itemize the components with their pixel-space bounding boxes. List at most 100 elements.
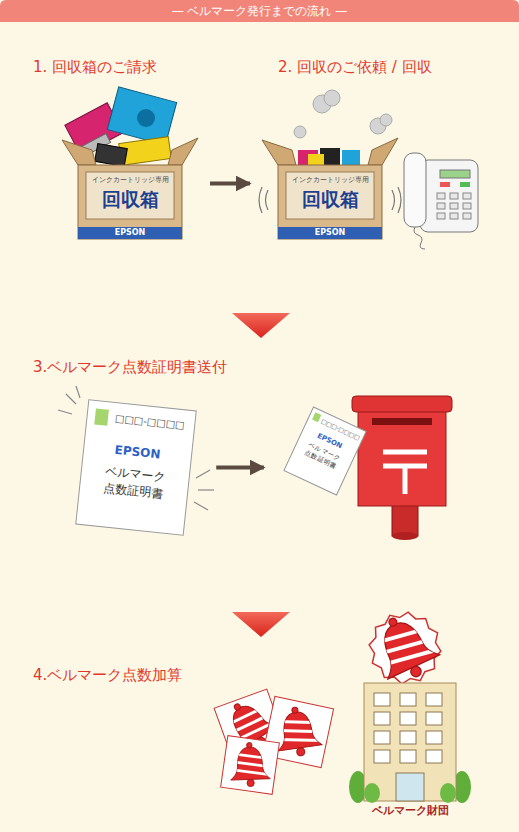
- telephone: [404, 153, 478, 249]
- illustration-part: [437, 193, 471, 219]
- illustration-part: [392, 190, 395, 210]
- illustration-part: [426, 731, 442, 744]
- illustration-part: [426, 712, 442, 725]
- illustration-part: [437, 203, 445, 209]
- cartridge-tops: [298, 148, 360, 165]
- illustration-part: [404, 153, 426, 227]
- bell-cards: [212, 686, 335, 794]
- illustration-part: [342, 150, 360, 165]
- illustration-part: [426, 750, 442, 763]
- step-heading: 1. 回収箱のご請求: [33, 57, 157, 77]
- illustration-part: [463, 203, 471, 209]
- bell-medallion: [357, 600, 453, 696]
- illustration-part: [228, 742, 273, 788]
- illustration-part: [107, 87, 176, 145]
- illustration-part: [463, 193, 471, 199]
- title-text: — ベルマーク発行までの流れ —: [0, 0, 519, 22]
- illustration-part: [62, 140, 96, 165]
- illustration-part: [278, 227, 382, 239]
- illustration-part: [271, 704, 325, 759]
- illustration-part: [440, 783, 456, 803]
- illustration-part: [440, 182, 450, 187]
- illustration-part: [286, 172, 374, 219]
- node-text: ベルマーク財団: [372, 803, 449, 818]
- foundation-building: ベルマーク財団: [350, 675, 470, 825]
- illustration-part: [437, 193, 445, 199]
- illustration-part: [76, 386, 80, 398]
- illustration-part: [76, 400, 196, 536]
- illustration-part: [392, 532, 418, 540]
- bldg-outline: [350, 675, 470, 825]
- illustration-part: [400, 693, 416, 706]
- illustration-part: [450, 213, 458, 219]
- illustration-part: [368, 138, 398, 165]
- illustration-part: [383, 452, 427, 494]
- illustration-part: [463, 213, 471, 219]
- illustration-part: [374, 750, 390, 763]
- illustration-part: [78, 227, 182, 239]
- illustration-part: [95, 144, 128, 167]
- illustration-part: [66, 394, 76, 404]
- illustration-part: [420, 160, 478, 232]
- illustration-part: [364, 783, 380, 803]
- illustration-part: [414, 227, 425, 249]
- collection-box: インクカートリッジ専用回収箱EPSON: [278, 165, 382, 239]
- illustration-part: [403, 466, 408, 494]
- title-band: [0, 0, 519, 22]
- illustration-part: [308, 154, 324, 165]
- illustration-part: [86, 172, 174, 219]
- node-text: EPSON: [115, 227, 146, 239]
- step-heading: 2. 回収のご依頼 / 回収: [278, 57, 432, 77]
- illustration-part: [450, 203, 458, 209]
- illustration-part: [450, 193, 458, 199]
- illustration-part: [400, 712, 416, 725]
- illustration-part: [352, 396, 452, 412]
- flow-arrow: [216, 466, 264, 470]
- step-heading: 4.ベルマーク点数加算: [33, 665, 182, 685]
- collection-box: インクカートリッジ専用回収箱EPSON: [78, 165, 182, 239]
- illustration-part: [221, 736, 280, 795]
- illustration-part: [364, 683, 456, 801]
- node-text: インクカートリッジ専用: [292, 176, 369, 185]
- illustration-part: [262, 140, 296, 165]
- illustration-part: [266, 190, 269, 210]
- illustration-part: [440, 170, 470, 178]
- down-triangle: [232, 313, 290, 338]
- illustration-part: [383, 450, 427, 455]
- illustration-part: [94, 408, 109, 425]
- illustration-part: [357, 600, 453, 696]
- illustration-part: [363, 605, 446, 689]
- illustration-part: [437, 213, 445, 219]
- illustration-part: [460, 182, 470, 187]
- flow-arrow: [210, 182, 250, 186]
- node-text: 回収箱: [302, 188, 359, 210]
- illustration-part: [400, 731, 416, 744]
- illustration-part: [358, 406, 446, 506]
- illustration-part: [374, 712, 390, 725]
- illustration-part: [380, 114, 392, 126]
- illustration-part: [259, 187, 262, 213]
- postbox: [352, 396, 452, 540]
- step-heading: 3.ベルマーク点数証明書送付: [33, 357, 227, 377]
- illustration-part: [400, 750, 416, 763]
- certificate-sheet: □□□-□□□□EPSONベルマーク 点数証明書: [76, 400, 196, 536]
- illustration-part: [196, 470, 210, 478]
- illustration-part: [198, 489, 214, 490]
- illustration-part: [324, 90, 340, 106]
- illustration-part: [137, 109, 155, 127]
- box-flaps: [62, 138, 398, 165]
- illustration-part: [58, 410, 72, 414]
- illustration-part: [372, 418, 432, 425]
- illustration-part: [396, 773, 424, 801]
- illustration-part: [398, 187, 401, 213]
- illustration-part: [312, 412, 321, 422]
- illustration-part: [78, 165, 182, 239]
- dust-cloud: [294, 90, 392, 138]
- illustration-part: [374, 693, 390, 706]
- down-triangle: [232, 612, 290, 637]
- illustration-part: [426, 693, 442, 706]
- certificate-sheet: □□□-□□□□EPSONベルマーク 点数証明書: [284, 407, 366, 495]
- node-text: ベルマーク 点数証明書: [99, 462, 169, 503]
- node-text: 回収箱: [102, 188, 159, 210]
